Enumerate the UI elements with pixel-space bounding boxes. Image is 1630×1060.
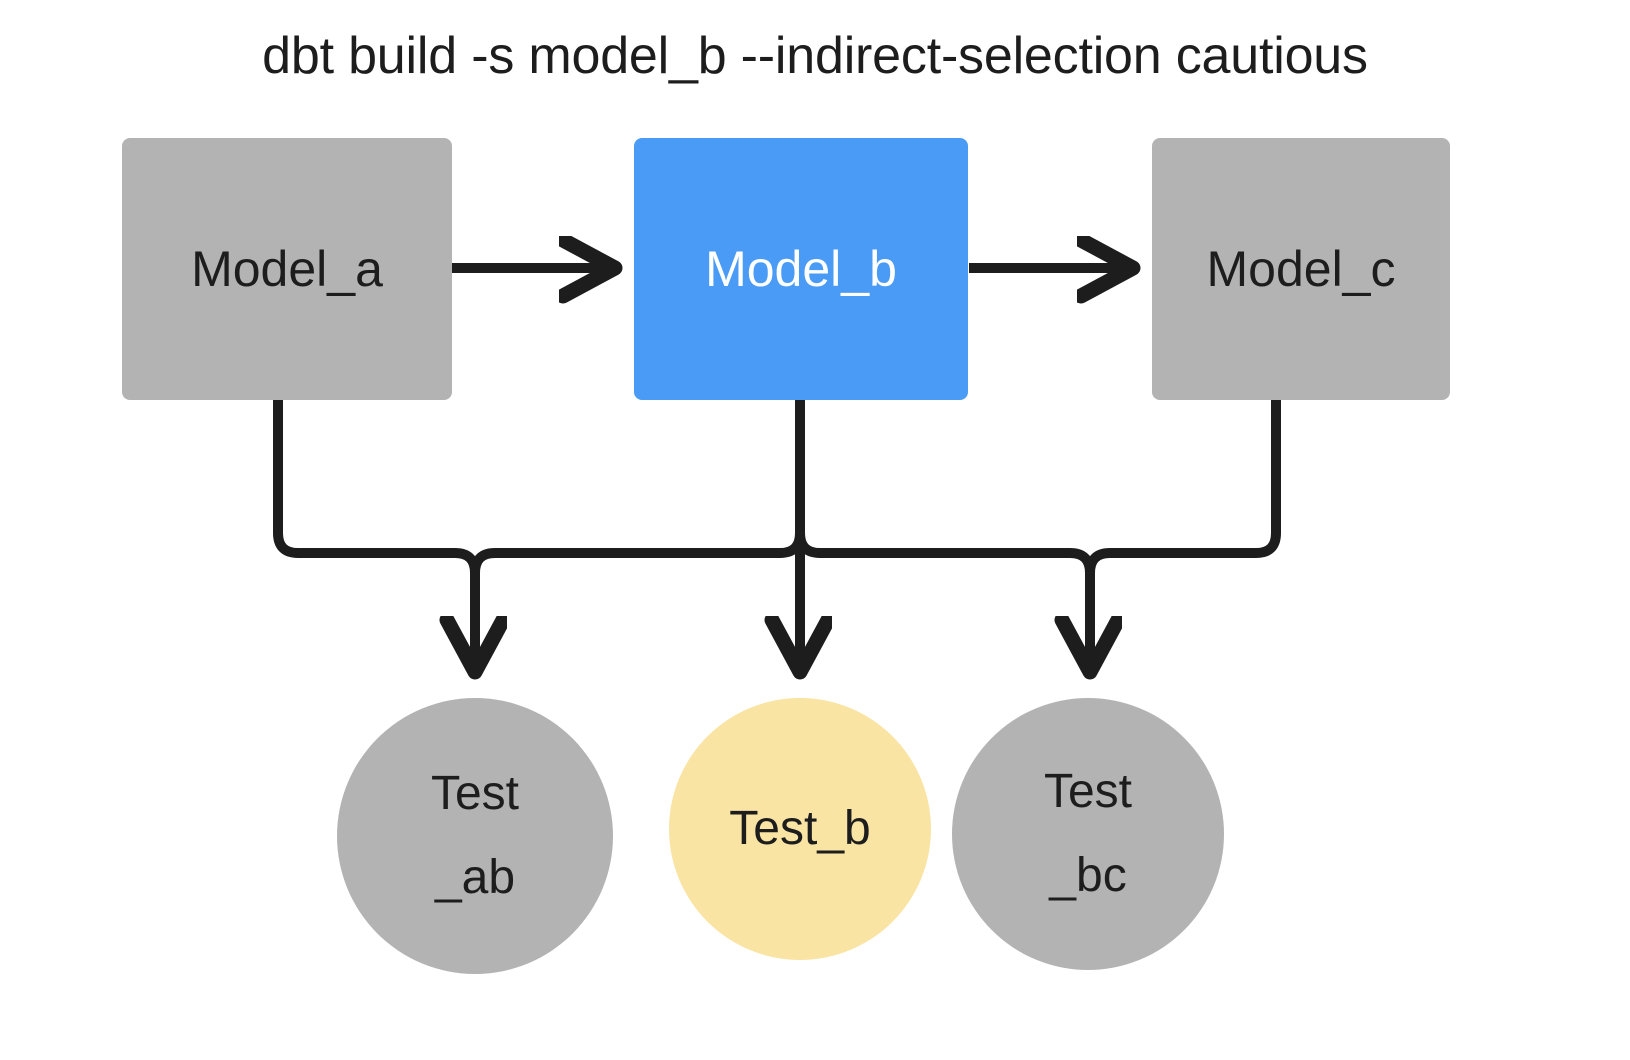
node-test-ab[interactable]: Test _ab — [337, 698, 613, 974]
node-test-ab-label: Test _ab — [430, 767, 520, 904]
node-model-c-label: Model_c — [1206, 240, 1396, 297]
node-test-bc[interactable]: Test _bc — [952, 698, 1224, 970]
edge-model-b-to-test-ab — [470, 400, 805, 574]
node-test-b-label: Test_b — [729, 802, 871, 855]
node-model-a-label: Model_a — [191, 240, 383, 297]
node-test-bc-label: Test _bc — [1043, 765, 1133, 902]
node-model-b-label: Model_b — [705, 240, 897, 297]
node-test-b[interactable]: Test_b — [669, 698, 931, 960]
edge-model-b-to-test-bc — [795, 400, 1090, 672]
node-model-b[interactable]: Model_b — [634, 138, 968, 400]
node-model-c[interactable]: Model_c — [1152, 138, 1450, 400]
page-title: dbt build -s model_b --indirect-selectio… — [262, 27, 1368, 85]
edge-model-c-to-test-bc — [1085, 400, 1281, 574]
node-model-a[interactable]: Model_a — [122, 138, 452, 400]
edge-model-a-to-test-ab — [273, 400, 475, 672]
